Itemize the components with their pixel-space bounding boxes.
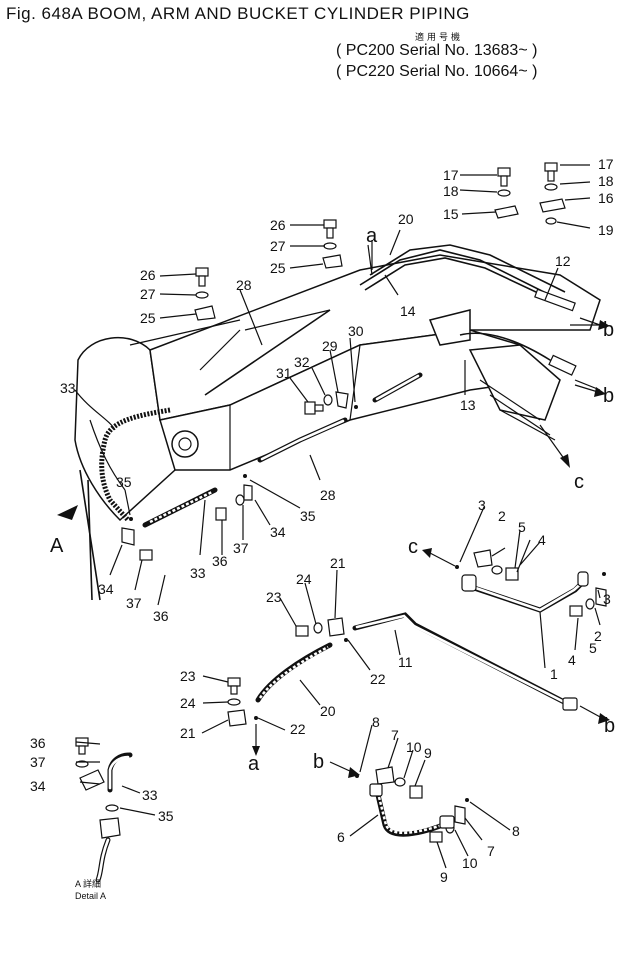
ref-b-4: b bbox=[313, 751, 324, 773]
callout-15: 15 bbox=[443, 206, 459, 222]
detail-a-en: Detail A bbox=[75, 891, 106, 901]
callout-28a: 28 bbox=[236, 277, 252, 293]
ref-a-top: a bbox=[366, 225, 378, 247]
pipe-28 bbox=[204, 309, 348, 463]
callout-25a: 25 bbox=[270, 260, 286, 276]
callout-7a: 7 bbox=[391, 727, 399, 743]
callout-27b: 27 bbox=[140, 286, 156, 302]
callout-34a: 34 bbox=[270, 524, 286, 540]
callout-12: 12 bbox=[555, 253, 571, 269]
applicable-serial-kanji: 適用号機 bbox=[415, 32, 464, 42]
callout-23a: 23 bbox=[266, 589, 282, 605]
callout-11: 11 bbox=[398, 654, 413, 670]
pipe-11 bbox=[352, 612, 578, 711]
callout-24b: 24 bbox=[180, 695, 196, 711]
ref-c-2: c bbox=[408, 536, 418, 558]
callout-33c: 33 bbox=[142, 787, 158, 803]
callout-23b: 23 bbox=[180, 668, 196, 684]
callout-5b: 5 bbox=[589, 640, 597, 656]
callout-14: 14 bbox=[400, 303, 416, 319]
callout-9a: 9 bbox=[424, 745, 432, 761]
header: Fig. 648A BOOM, ARM AND BUCKET CYLINDER … bbox=[0, 0, 640, 90]
leader-lines bbox=[74, 164, 601, 869]
ref-b-1: b bbox=[603, 319, 614, 341]
callout-25b: 25 bbox=[140, 310, 156, 326]
ref-b-2: b bbox=[603, 385, 614, 407]
callout-37b: 37 bbox=[126, 595, 142, 611]
callout-10a: 10 bbox=[406, 739, 422, 755]
boom-structure bbox=[74, 254, 601, 601]
callout-17a: 17 bbox=[443, 167, 459, 183]
callout-37a: 37 bbox=[233, 540, 249, 556]
ref-arrows bbox=[252, 244, 610, 778]
callout-30: 30 bbox=[348, 323, 364, 339]
callout-3b: 3 bbox=[603, 591, 611, 607]
detail-a-drawing bbox=[79, 752, 133, 883]
callout-18b: 18 bbox=[598, 173, 614, 189]
callout-labels: 17 18 15 17 18 16 19 26 27 25 26 27 25 2… bbox=[30, 156, 615, 901]
ref-a-bottom: a bbox=[248, 753, 260, 775]
callout-3a: 3 bbox=[478, 497, 486, 513]
callout-28b: 28 bbox=[320, 487, 336, 503]
callout-2b: 2 bbox=[594, 628, 602, 644]
callout-1: 1 bbox=[550, 666, 558, 682]
callout-34b: 34 bbox=[98, 581, 114, 597]
hose-33 bbox=[99, 407, 218, 528]
ref-A: A bbox=[50, 535, 64, 557]
callout-26b: 26 bbox=[140, 267, 156, 283]
callout-19: 19 bbox=[598, 222, 614, 238]
serial-pc200: ( PC200 Serial No. 13683~ ) bbox=[336, 42, 538, 59]
callout-22a: 22 bbox=[370, 671, 386, 687]
callout-27a: 27 bbox=[270, 238, 286, 254]
callout-8a: 8 bbox=[372, 714, 380, 730]
hose-20 bbox=[255, 642, 333, 703]
ref-b-3: b bbox=[604, 715, 615, 737]
callout-20a: 20 bbox=[398, 211, 414, 227]
callout-36b: 36 bbox=[153, 608, 169, 624]
callout-21a: 21 bbox=[330, 555, 346, 571]
callout-17b: 17 bbox=[598, 156, 614, 172]
callout-26a: 26 bbox=[270, 217, 286, 233]
callout-33a: 33 bbox=[60, 380, 76, 396]
callout-24a: 24 bbox=[296, 571, 312, 587]
detail-a-jp: A 詳細 bbox=[75, 878, 101, 889]
callout-21b: 21 bbox=[180, 725, 196, 741]
callout-35a: 35 bbox=[300, 508, 316, 524]
callout-16: 16 bbox=[598, 190, 614, 206]
callout-32: 32 bbox=[294, 354, 310, 370]
callout-4a: 4 bbox=[538, 532, 546, 548]
callout-35c: 35 bbox=[158, 808, 174, 824]
callout-22b: 22 bbox=[290, 721, 306, 737]
pipes-top bbox=[359, 244, 577, 403]
callout-29: 29 bbox=[322, 338, 338, 354]
callout-8b: 8 bbox=[512, 823, 520, 839]
callout-31: 31 bbox=[276, 365, 292, 381]
callout-6: 6 bbox=[337, 829, 345, 845]
callout-35b: 35 bbox=[116, 474, 132, 490]
callout-34c: 34 bbox=[30, 778, 46, 794]
callout-4b: 4 bbox=[568, 652, 576, 668]
callout-2a: 2 bbox=[498, 508, 506, 524]
callout-37c: 37 bbox=[30, 754, 46, 770]
figure-title: Fig. 648A BOOM, ARM AND BUCKET CYLINDER … bbox=[6, 4, 470, 23]
callout-18a: 18 bbox=[443, 183, 459, 199]
callout-5a: 5 bbox=[518, 519, 526, 535]
callout-36a: 36 bbox=[212, 553, 228, 569]
ref-c-1: c bbox=[574, 471, 584, 493]
callout-20b: 20 bbox=[320, 703, 336, 719]
callout-10b: 10 bbox=[462, 855, 478, 871]
callout-13: 13 bbox=[460, 397, 476, 413]
callout-36c: 36 bbox=[30, 735, 46, 751]
pipe-1 bbox=[461, 571, 589, 613]
callout-33b: 33 bbox=[190, 565, 206, 581]
serial-pc220: ( PC220 Serial No. 10664~ ) bbox=[336, 63, 538, 80]
fasteners bbox=[57, 162, 607, 843]
callout-7b: 7 bbox=[487, 843, 495, 859]
hose-6 bbox=[375, 792, 453, 837]
callout-9b: 9 bbox=[440, 869, 448, 885]
